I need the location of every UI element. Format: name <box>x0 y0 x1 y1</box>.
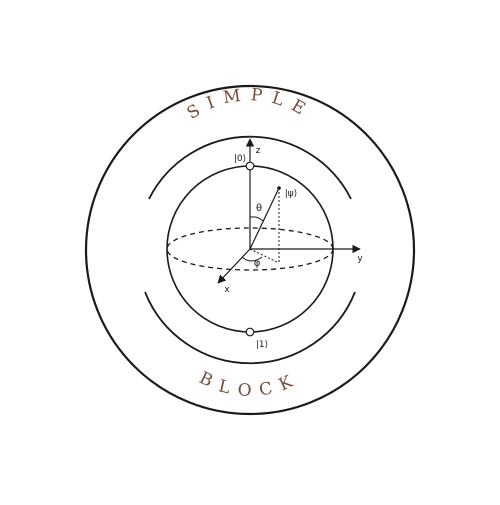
label-state-one: |1⟩ <box>256 340 268 350</box>
projection-base <box>249 248 280 264</box>
label-phi: φ <box>254 258 261 269</box>
bloch-sphere: |0⟩ |1⟩ |ψ⟩ z y x θ φ <box>166 138 363 350</box>
outer-ring <box>84 84 416 416</box>
top-text: SIMPLE <box>184 85 317 124</box>
pole-zero <box>245 161 255 171</box>
label-state-psi: |ψ⟩ <box>285 189 297 199</box>
pole-one <box>245 327 255 337</box>
label-axis-x: x <box>224 285 230 295</box>
theta-arc <box>249 216 264 222</box>
bottom-text: BLOCK <box>196 368 304 401</box>
upper-arc <box>148 135 352 200</box>
state-vector <box>249 187 280 250</box>
label-state-zero: |0⟩ <box>234 154 246 164</box>
phi-arc <box>241 256 263 262</box>
label-theta: θ <box>256 203 262 214</box>
label-axis-z: z <box>256 146 261 156</box>
label-axis-y: y <box>357 254 363 264</box>
lower-arc <box>144 291 356 365</box>
x-axis <box>217 248 251 284</box>
